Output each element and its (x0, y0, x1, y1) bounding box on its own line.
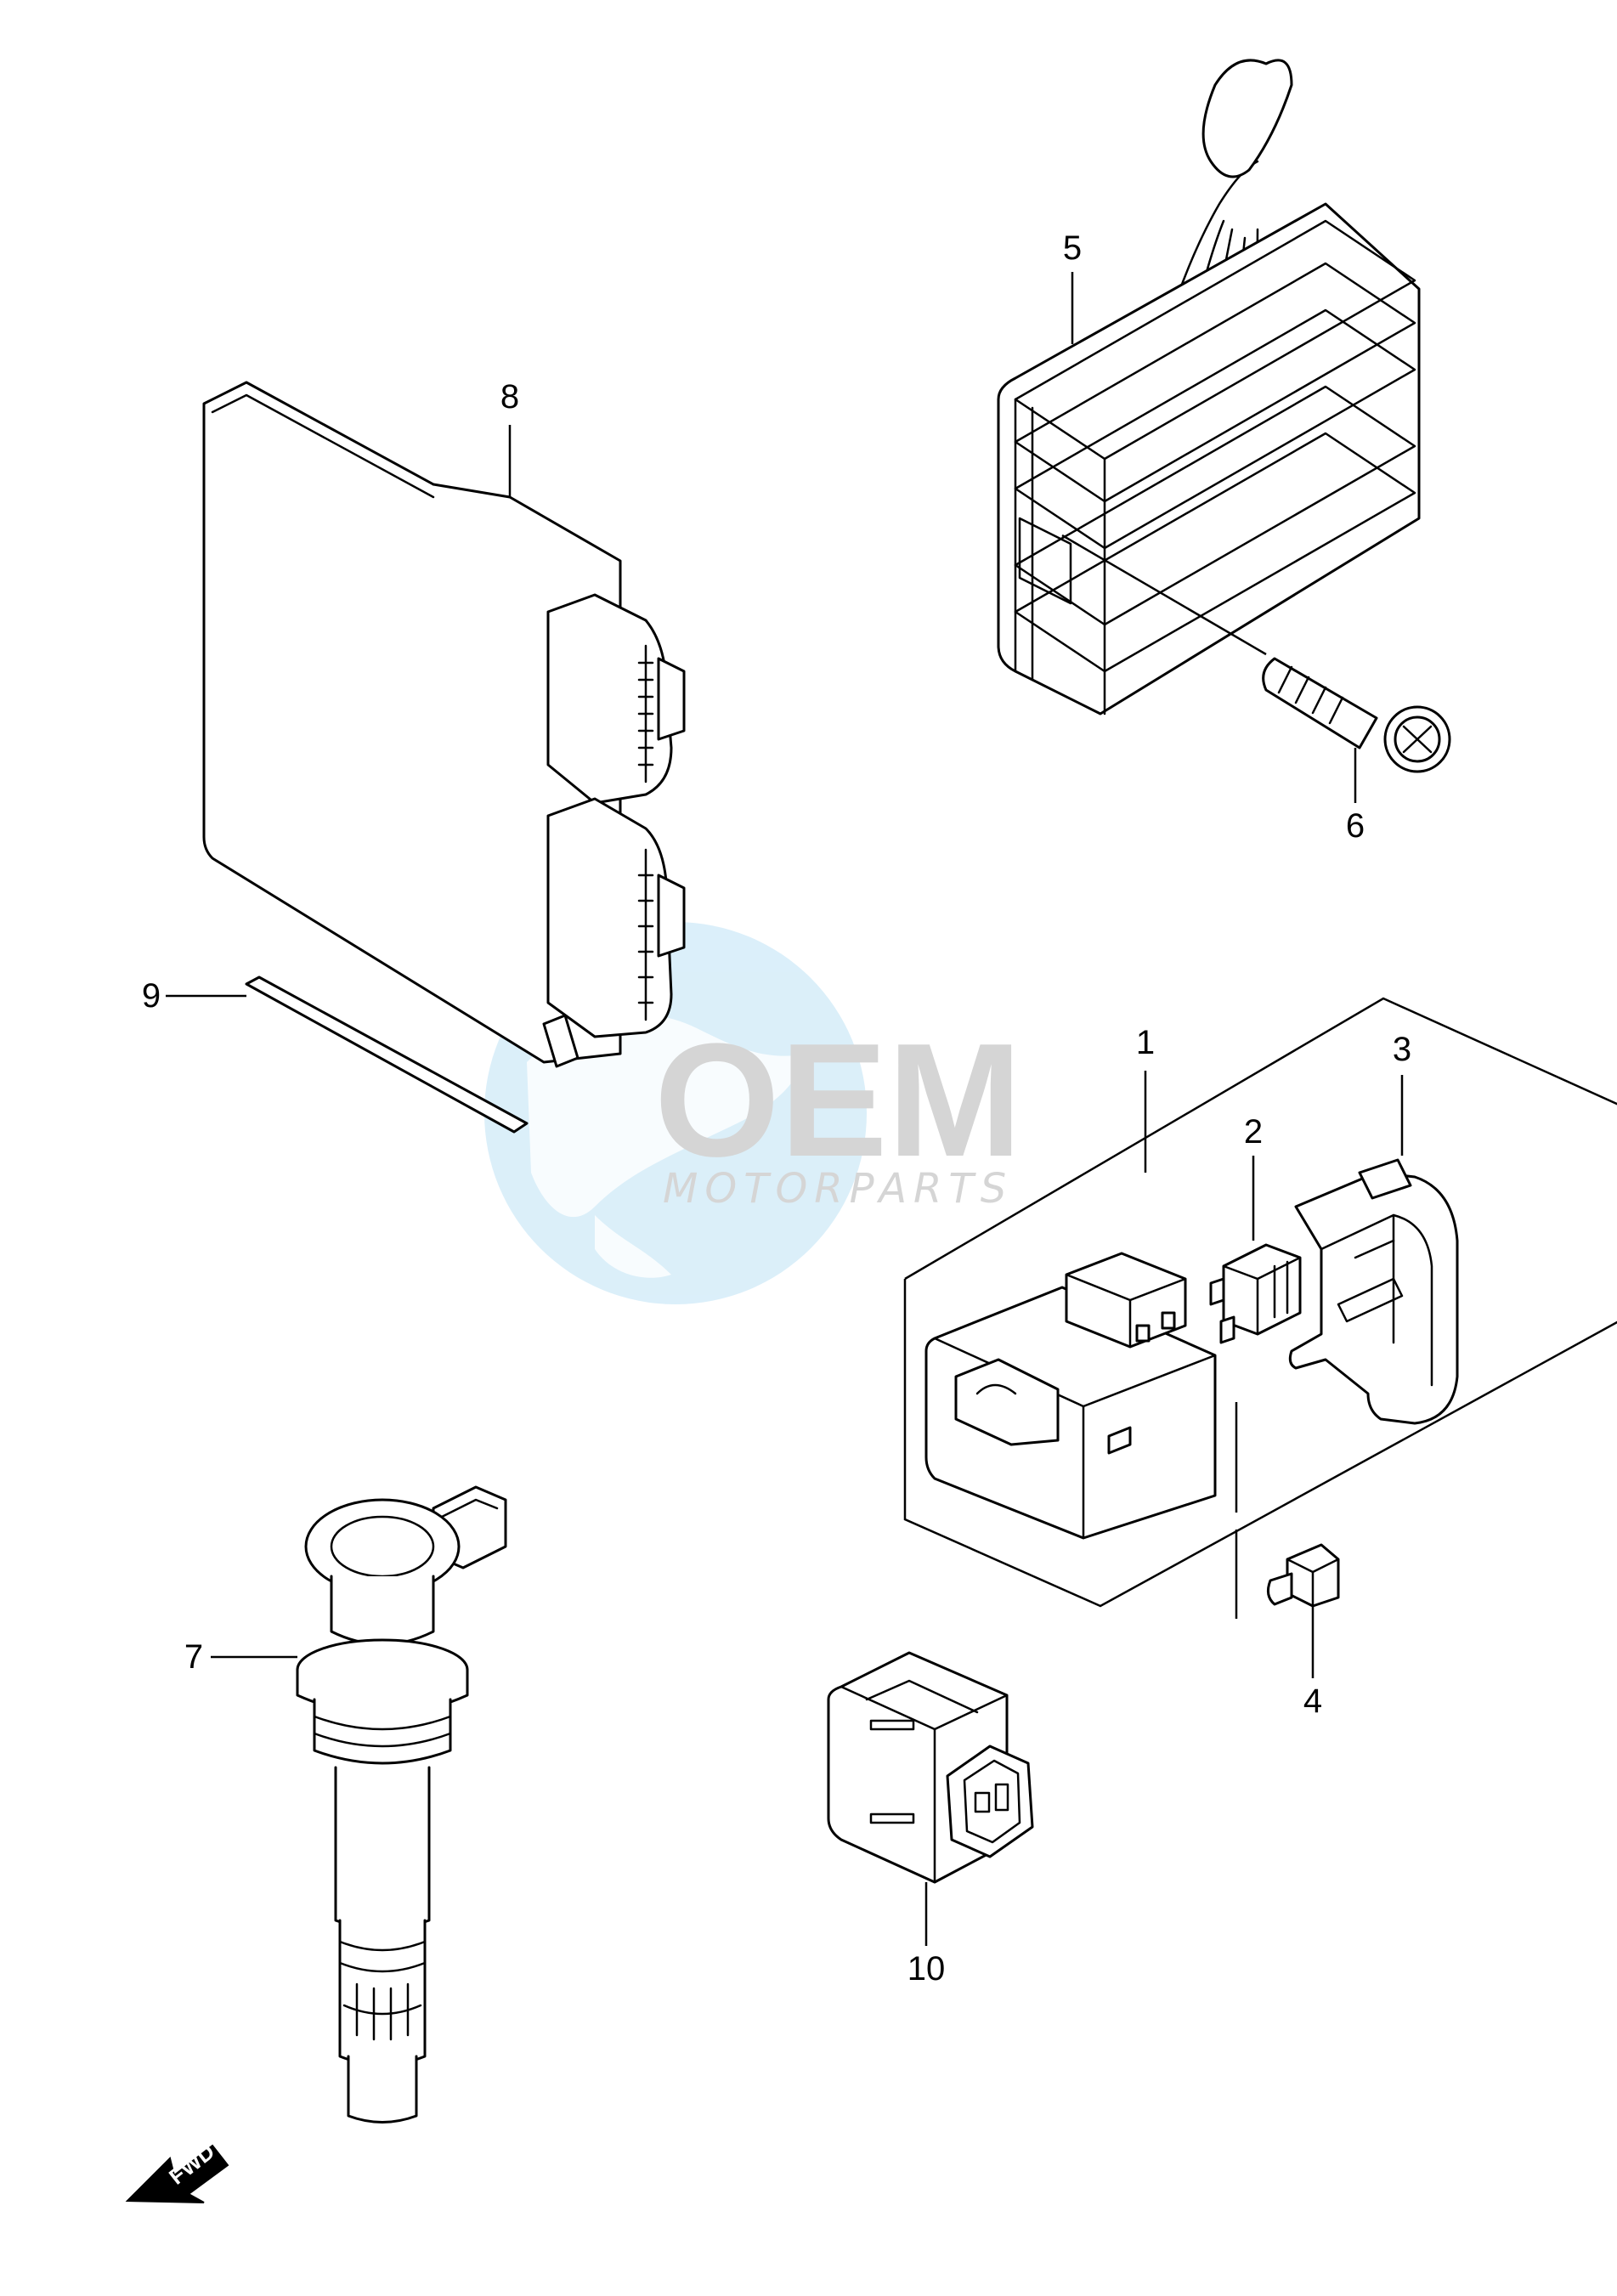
part-3-relay-cover[interactable] (1288, 1158, 1459, 1425)
callout-10[interactable]: 10 (907, 1950, 946, 1988)
callout-2[interactable]: 2 (1244, 1113, 1263, 1151)
part-9-cushion-strip[interactable] (245, 976, 529, 1134)
part-10-sensor-module[interactable] (827, 1651, 1034, 1884)
part-7-ignition-coil[interactable] (296, 1485, 507, 2124)
part-1-relay-assembly-outline[interactable] (903, 997, 1617, 1619)
part-5-regulator-rectifier[interactable] (997, 59, 1421, 715)
callout-7[interactable]: 7 (184, 1638, 203, 1676)
part-4-screw[interactable] (1266, 1543, 1340, 1608)
callout-5[interactable]: 5 (1063, 229, 1082, 267)
callout-8[interactable]: 8 (500, 378, 519, 416)
watermark-subtitle: MOTORPARTS (663, 1165, 1013, 1213)
callout-9[interactable]: 9 (142, 977, 161, 1015)
callout-3[interactable]: 3 (1393, 1031, 1411, 1068)
part-8-ecu-unit[interactable] (202, 381, 686, 1068)
forward-direction-arrow-icon: FWD (125, 2139, 229, 2203)
part-6-bolt[interactable] (1061, 534, 1451, 773)
watermark-brand: OEM (654, 1010, 1022, 1190)
callout-6[interactable]: 6 (1346, 807, 1365, 845)
part-2-fuse[interactable] (1209, 1243, 1302, 1344)
callout-4[interactable]: 4 (1303, 1682, 1322, 1720)
starter-relay[interactable] (924, 1252, 1217, 1540)
callout-1[interactable]: 1 (1136, 1024, 1155, 1061)
